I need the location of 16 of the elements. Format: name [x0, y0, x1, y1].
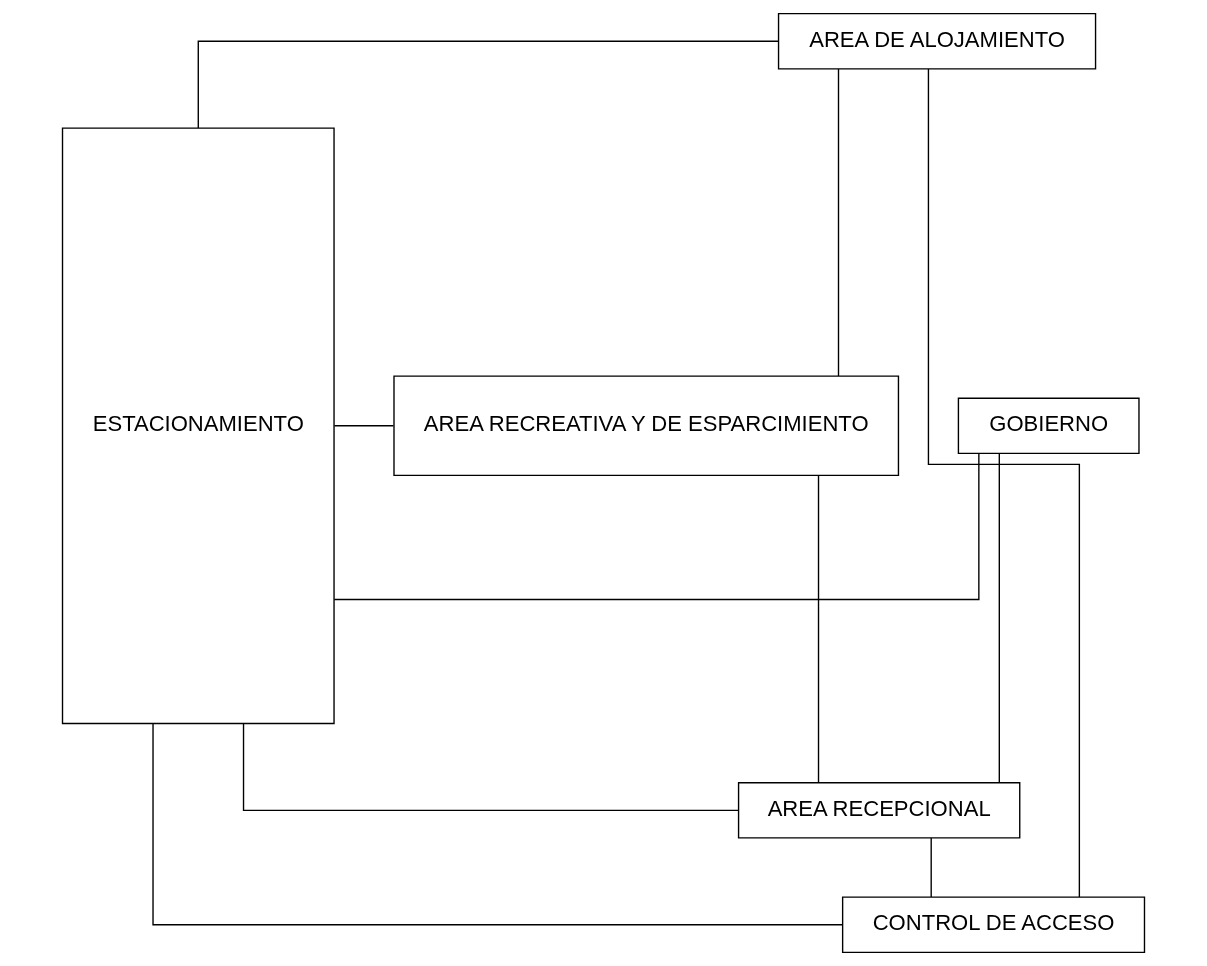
- connector: [152, 722, 843, 926]
- connector: [837, 68, 840, 377]
- connector: [927, 68, 1081, 898]
- node-box: AREA RECEPCIONAL: [737, 782, 1021, 839]
- connector: [817, 475, 820, 784]
- node-box: AREA RECREATIVA Y DE ESPARCIMIENTO: [393, 375, 900, 477]
- node-box: ESTACIONAMIENTO: [61, 127, 335, 725]
- node-box: GOBIERNO: [957, 397, 1140, 455]
- connector: [242, 722, 740, 812]
- connector: [930, 837, 932, 898]
- connector: [333, 425, 395, 427]
- node-box: CONTROL DE ACCESO: [841, 896, 1146, 953]
- connector: [998, 452, 1000, 784]
- connector: [197, 40, 779, 129]
- connector: [333, 453, 980, 601]
- node-box: AREA DE ALOJAMIENTO: [777, 13, 1097, 70]
